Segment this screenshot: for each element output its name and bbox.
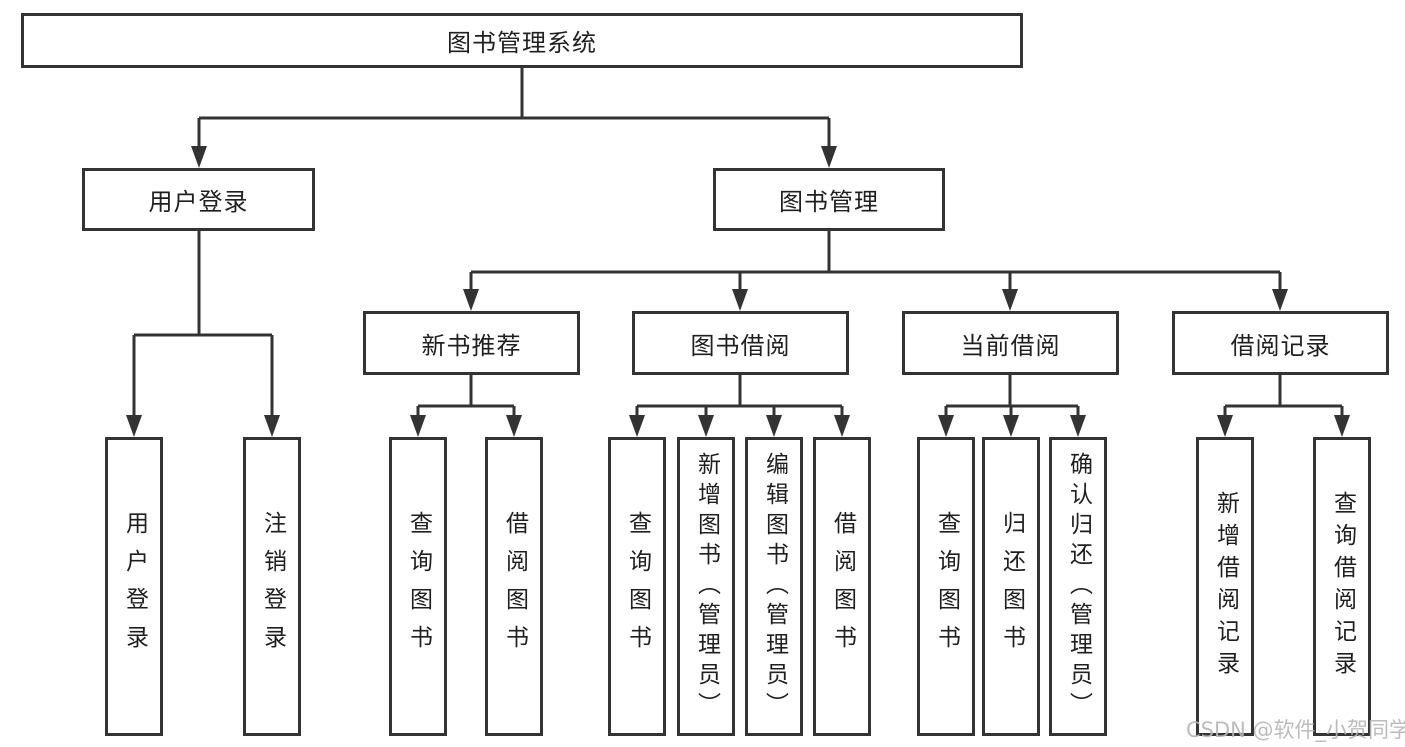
leaf-current-return-books: 归还图书	[982, 437, 1040, 736]
leaf-logout-label: 注销登录	[259, 510, 286, 663]
leaf-borrowing-borrow-books: 借阅图书	[813, 437, 871, 736]
node-book-management-label: 图书管理	[779, 188, 879, 216]
leaf-borrowing-add-book-admin: 新增图书（管理员）	[677, 437, 735, 736]
leaf-newbooks-borrow-books: 借阅图书	[485, 437, 543, 736]
leaf-current-query-books-label: 查询图书	[933, 510, 960, 663]
leaf-borrowing-borrow-books-label: 借阅图书	[829, 510, 856, 663]
node-current-borrowing: 当前借阅	[902, 311, 1119, 375]
leaf-current-confirm-return-admin: 确认归还（管理员）	[1049, 437, 1107, 736]
leaf-borrowing-query-books-label: 查询图书	[624, 510, 651, 663]
leaf-borrowing-query-books: 查询图书	[608, 437, 666, 736]
leaf-newbooks-query-books-label: 查询图书	[405, 510, 432, 663]
leaf-newbooks-query-books: 查询图书	[389, 437, 447, 736]
node-root-label: 图书管理系统	[447, 29, 597, 57]
node-user-login-label: 用户登录	[148, 188, 249, 216]
leaf-records-query-record-label: 查询借阅记录	[1329, 490, 1356, 683]
leaf-records-query-record: 查询借阅记录	[1313, 437, 1371, 736]
node-user-login: 用户登录	[82, 168, 315, 231]
node-new-book-recommendation: 新书推荐	[363, 311, 580, 375]
leaf-user-login-label: 用户登录	[121, 510, 148, 663]
node-book-borrowing-label: 图书借阅	[690, 331, 791, 360]
leaf-borrowing-edit-book-admin: 编辑图书（管理员）	[745, 437, 803, 736]
leaf-borrowing-edit-book-admin-label: 编辑图书（管理员）	[761, 451, 788, 722]
leaf-current-confirm-return-admin-label: 确认归还（管理员）	[1065, 451, 1092, 722]
node-borrowing-records-label: 借阅记录	[1230, 331, 1331, 360]
leaf-current-query-books: 查询图书	[917, 437, 975, 736]
node-borrowing-records: 借阅记录	[1172, 311, 1389, 375]
node-current-borrowing-label: 当前借阅	[960, 331, 1061, 360]
leaf-records-add-record-label: 新增借阅记录	[1212, 490, 1239, 683]
leaf-user-login: 用户登录	[105, 437, 163, 736]
node-book-borrowing: 图书借阅	[632, 311, 849, 375]
leaf-current-return-books-label: 归还图书	[998, 510, 1025, 663]
node-book-management: 图书管理	[713, 168, 945, 231]
leaf-logout: 注销登录	[243, 437, 301, 736]
leaf-newbooks-borrow-books-label: 借阅图书	[501, 510, 528, 663]
csdn-watermark: CSDN @软件_小贺同学	[1186, 718, 1405, 742]
node-root: 图书管理系统	[21, 13, 1023, 68]
node-new-book-recommendation-label: 新书推荐	[421, 331, 522, 360]
leaf-records-add-record: 新增借阅记录	[1196, 437, 1254, 736]
leaf-borrowing-add-book-admin-label: 新增图书（管理员）	[693, 451, 720, 722]
